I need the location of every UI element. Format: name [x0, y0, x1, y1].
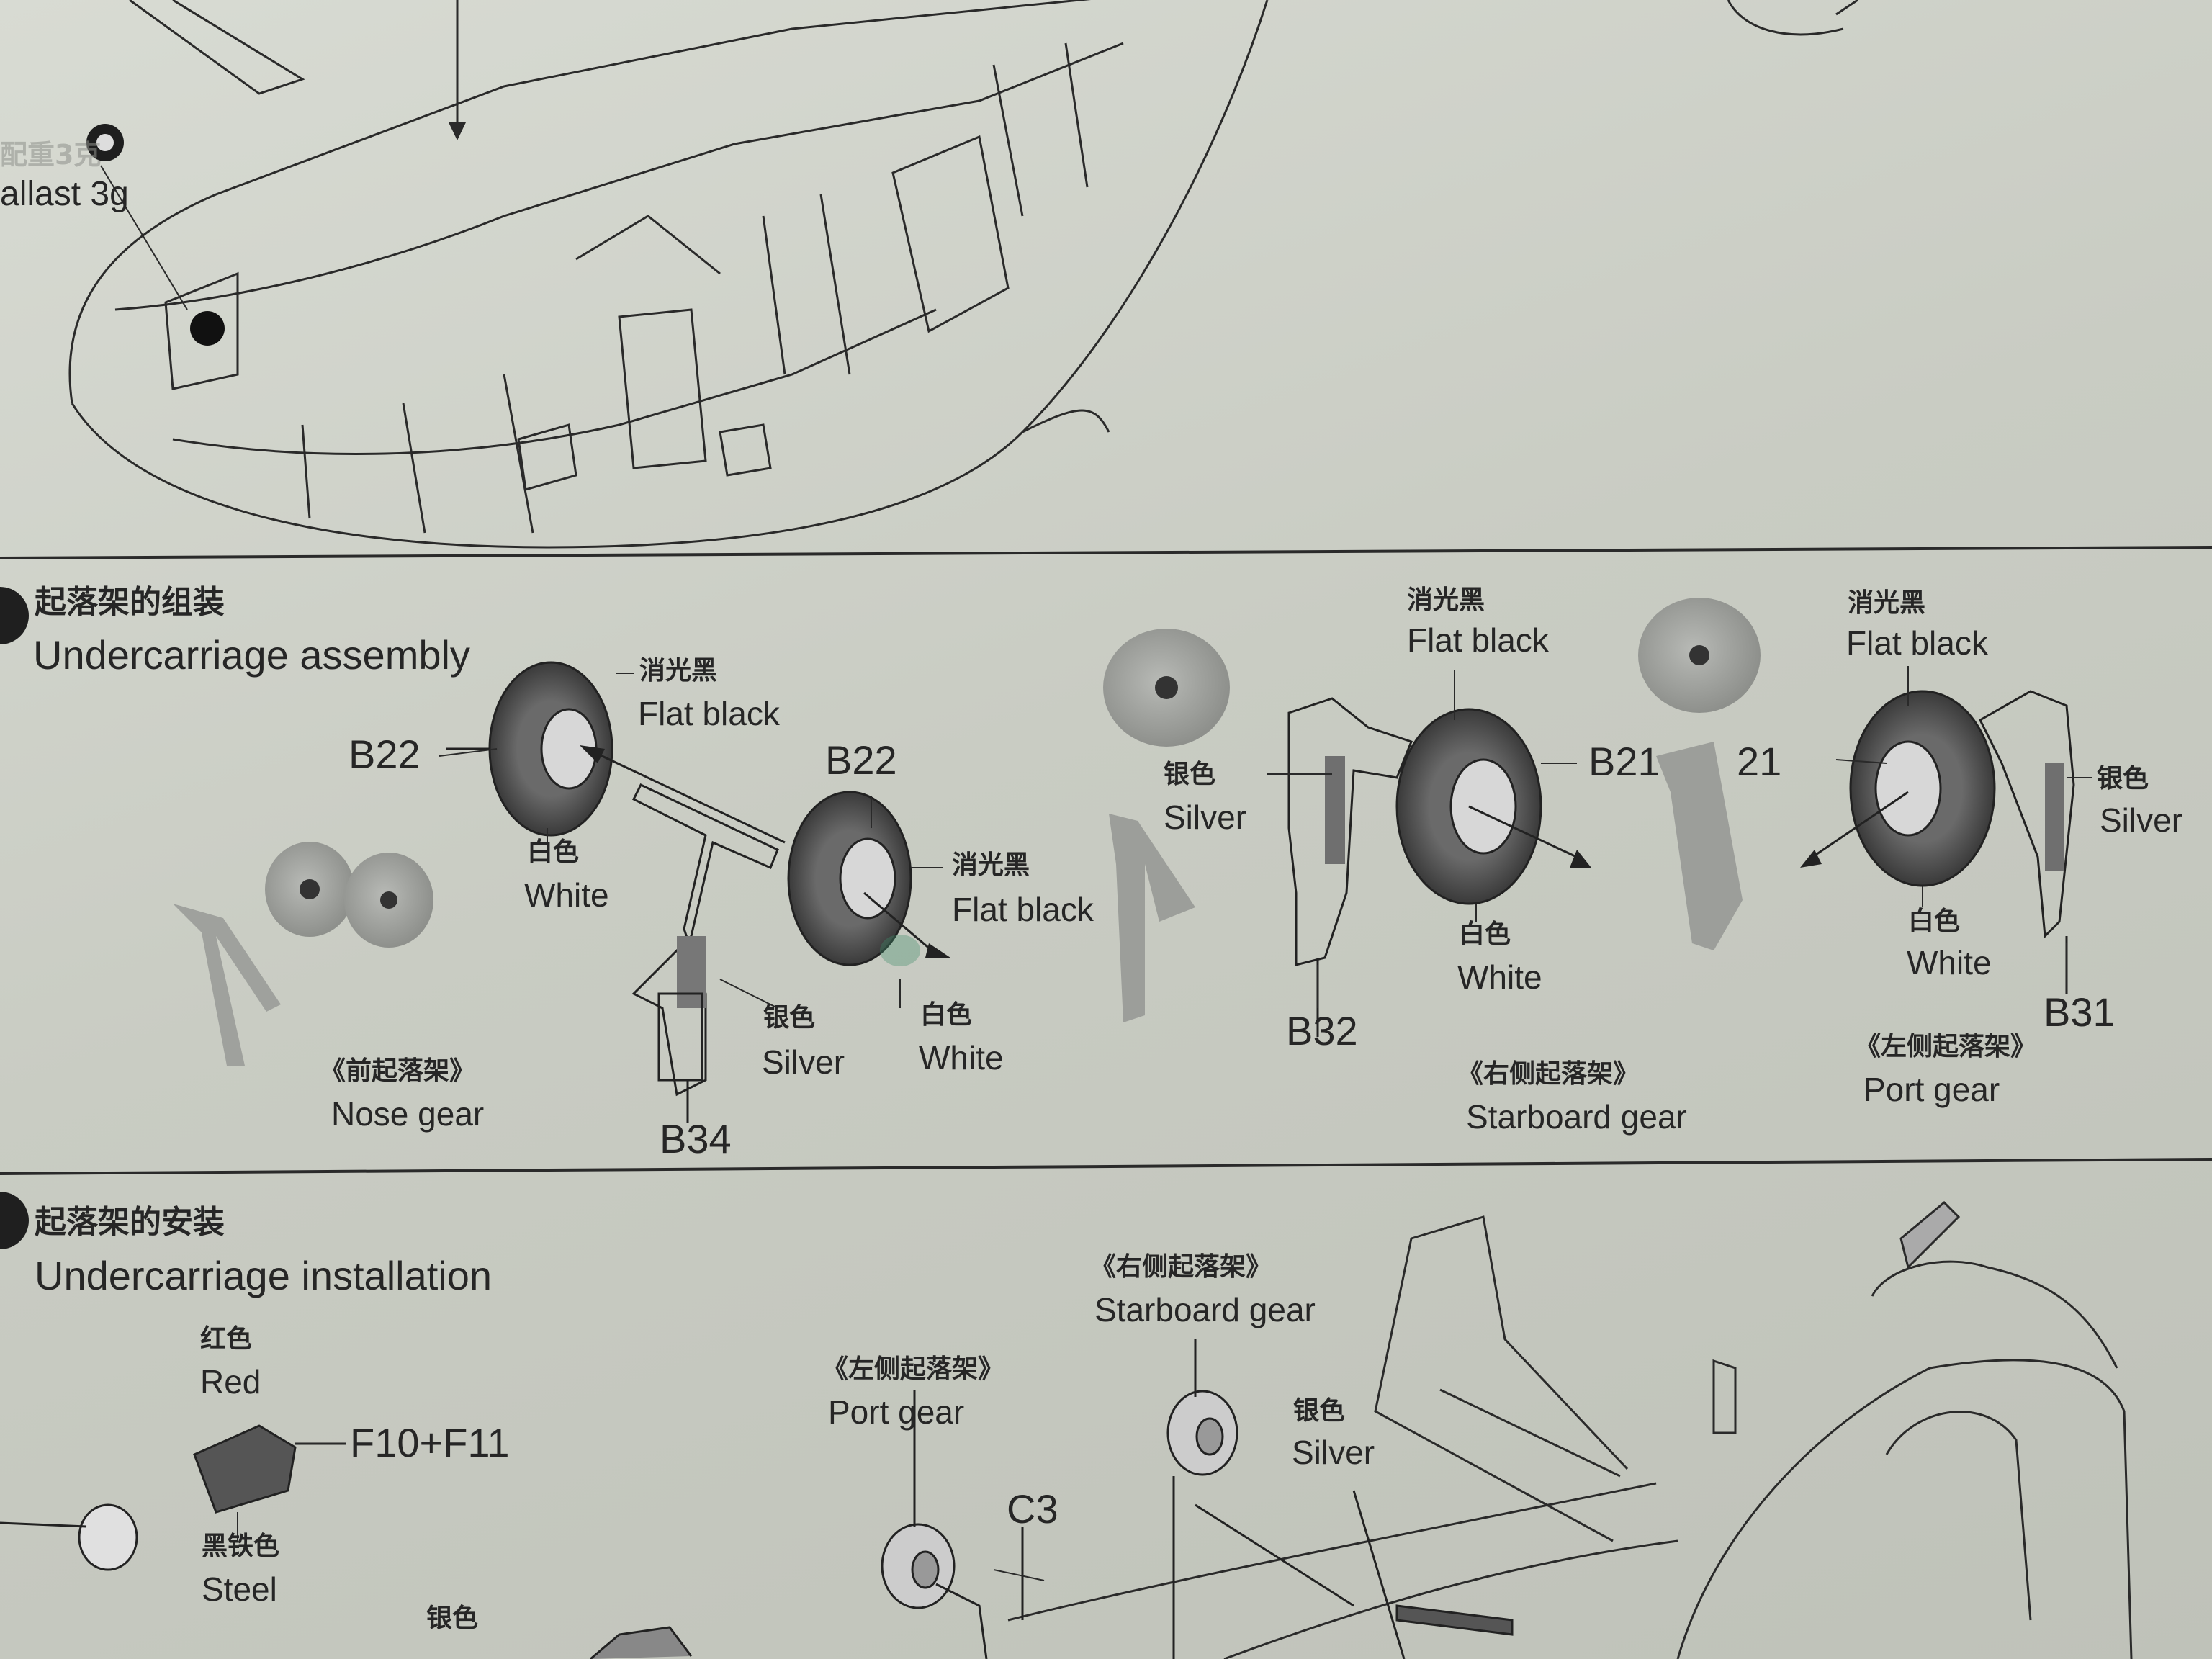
label-silver-en-step8: Silver [1292, 1434, 1375, 1471]
label-flat-black-en-4: Flat black [1846, 624, 1988, 662]
label-flat-black-en-1: Flat black [638, 695, 780, 732]
section-divider-2 [0, 1158, 2212, 1175]
label-silver-zh-2: 银色 [1164, 760, 1216, 789]
label-white-zh-3: 白色 [1459, 920, 1511, 949]
label-white-en-1: White [524, 876, 609, 914]
nose-gear-drawing [446, 661, 950, 1123]
label-silver-en-3: Silver [2100, 801, 2183, 839]
part-f10-f11: F10+F11 [350, 1420, 510, 1465]
step-7-badge [0, 587, 29, 644]
ballast-note-zh: 配重3克 [0, 139, 102, 171]
section-divider-1 [0, 546, 2212, 559]
ballast-note-en: allast 3g [0, 175, 129, 213]
label-flat-black-en-3: Flat black [1407, 621, 1549, 659]
label-silver-en-2: Silver [1164, 799, 1247, 836]
label-flat-black-zh-1: 消光黑 [639, 656, 718, 685]
starboard-gear-plastic-parts [1103, 629, 1230, 1022]
label-red-en: Red [200, 1363, 261, 1401]
label-flat-black-zh-2: 消光黑 [952, 850, 1030, 880]
part-b22-right: B22 [825, 737, 897, 783]
step8-title-zh: 起落架的安装 [35, 1204, 225, 1241]
label-silver-zh-3: 银色 [2097, 764, 2149, 793]
label-silver-zh-1: 银色 [763, 1003, 816, 1033]
nose-gear-plastic-parts [173, 842, 433, 1066]
label-white-en-3: White [1457, 958, 1542, 996]
part-b21-starboard: B21 [1588, 739, 1660, 784]
green-ink-mark [880, 935, 920, 966]
label-silver-zh-step8: 银色 [1293, 1396, 1346, 1426]
port-gear-caption-zh: 《左侧起落架》 [1855, 1032, 2037, 1061]
label-flat-black-zh-4: 消光黑 [1848, 588, 1926, 618]
part-b22-left: B22 [349, 732, 421, 777]
port-gear-drawing [1800, 690, 2075, 994]
step8-port-caption-en: Port gear [828, 1393, 965, 1431]
port-gear-caption-en: Port gear [1863, 1071, 2000, 1108]
step8-port-caption-zh: 《左侧起落架》 [822, 1354, 1004, 1384]
installed-gear-drawing [881, 1339, 1514, 1659]
label-flat-black-en-2: Flat black [952, 891, 1094, 928]
step8-title-en: Undercarriage installation [35, 1253, 493, 1298]
label-steel-en: Steel [202, 1570, 277, 1608]
label-steel-zh: 黑铁色 [202, 1532, 280, 1561]
helicopter-fuselage-drawing [68, 0, 1858, 549]
step8-starboard-caption-zh: 《右侧起落架》 [1090, 1252, 1272, 1282]
label-white-en-2: White [919, 1039, 1004, 1076]
starboard-gear-caption-zh: 《右侧起落架》 [1457, 1059, 1640, 1089]
label-white-zh-2: 白色 [920, 1000, 973, 1030]
part-b34: B34 [660, 1116, 732, 1161]
step7-title-en: Undercarriage assembly [33, 632, 470, 678]
step7-title-zh: 起落架的组装 [35, 584, 225, 621]
nose-gear-caption-en: Nose gear [331, 1095, 485, 1133]
label-white-zh-1: 白色 [527, 837, 580, 867]
part-b32: B32 [1286, 1008, 1358, 1053]
label-white-en-4: White [1907, 944, 1992, 981]
step8-starboard-caption-en: Starboard gear [1094, 1291, 1316, 1328]
step-8-badge [0, 1192, 29, 1249]
tail-boom-drawing [1007, 1200, 2133, 1659]
exhaust-part-drawing [0, 1424, 693, 1659]
ballast-hole [190, 311, 225, 346]
label-red-zh: 红色 [200, 1324, 253, 1354]
label-silver-en-1: Silver [762, 1043, 845, 1081]
nose-gear-caption-zh: 《前起落架》 [320, 1056, 476, 1086]
label-white-zh-4: 白色 [1908, 907, 1961, 936]
part-b31: B31 [2044, 989, 2116, 1035]
part-c3: C3 [1007, 1486, 1058, 1532]
starboard-gear-drawing [1287, 598, 1761, 1037]
label-silver-zh-step8-left: 银色 [426, 1604, 479, 1633]
label-flat-black-zh-3: 消光黑 [1407, 585, 1485, 615]
part-b21-partial: 21 [1737, 739, 1782, 784]
starboard-gear-caption-en: Starboard gear [1466, 1098, 1687, 1136]
